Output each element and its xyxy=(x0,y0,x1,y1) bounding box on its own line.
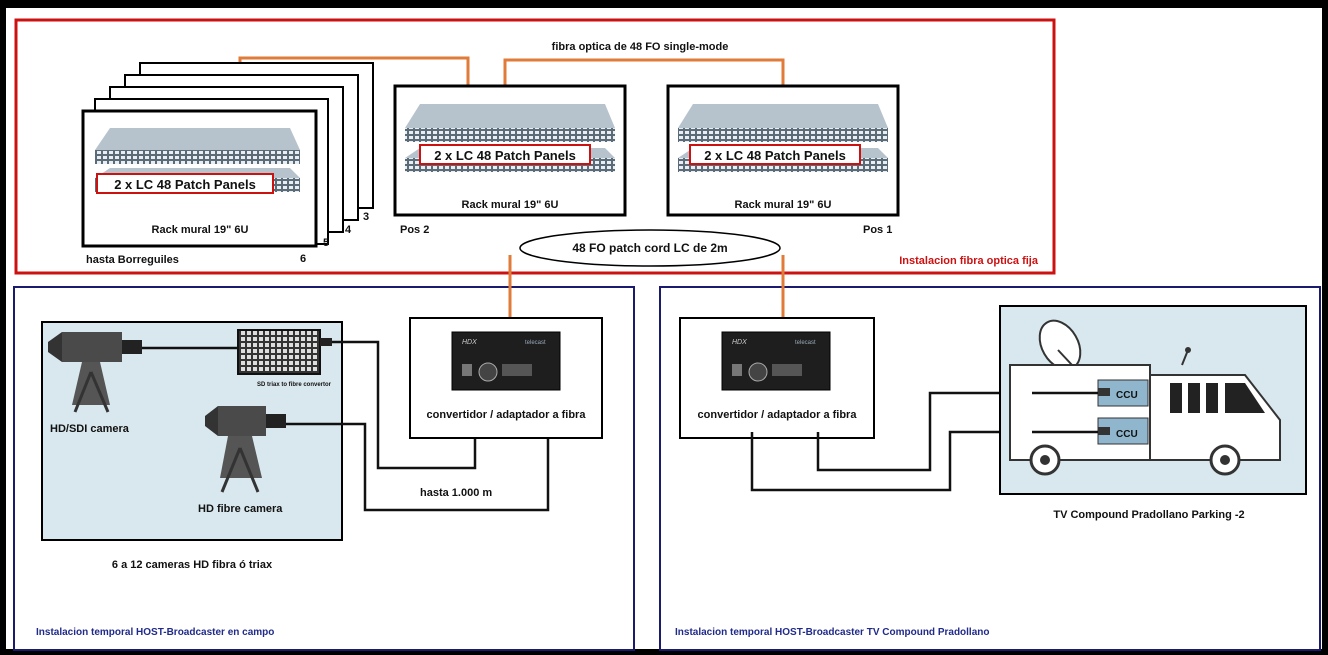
panel-label-box-pos1 xyxy=(689,144,861,165)
field-section-label: Instalacion temporal HOST-Broadcaster en… xyxy=(36,627,274,638)
pos1-label: Pos 1 xyxy=(863,224,892,236)
stack-caption: hasta Borreguiles xyxy=(86,254,179,266)
pos2-label: Pos 2 xyxy=(400,224,429,236)
converter-caption: SD triax to fibre convertor xyxy=(257,382,332,388)
trunk-label: fibra optica de 48 FO single-mode xyxy=(552,41,729,53)
ccu-label-2: CCU xyxy=(1116,429,1138,440)
distance-label: hasta 1.000 m xyxy=(420,487,492,499)
ccu-block-2: CCU xyxy=(1097,417,1149,445)
panel-label: 2 x LC 48 Patch Panels xyxy=(114,177,256,192)
camera1-label: HD/SDI camera xyxy=(50,423,130,435)
patch-cord-label: 48 FO patch cord LC de 2m xyxy=(572,241,727,255)
right-cables xyxy=(750,391,1032,492)
compound-section-label: Instalacion temporal HOST-Broadcaster TV… xyxy=(675,627,990,638)
camera2-label: HD fibre camera xyxy=(198,503,283,515)
fiber-converter-label-left: convertidor / adaptador a fibra xyxy=(427,409,587,421)
stack-number-6: 6 xyxy=(300,253,306,265)
rack-pos-2: 2 x LC 48 Patch Panels Rack mural 19" 6U… xyxy=(393,84,627,236)
fiber-converter-device-right: HDX telecast xyxy=(721,331,831,391)
hd-fibre-camera-icon xyxy=(205,406,286,493)
panel-label-box xyxy=(96,173,274,194)
stack-number-4: 4 xyxy=(345,224,352,236)
patch-cord-ellipse xyxy=(519,229,781,267)
top-bar xyxy=(0,0,1328,8)
truck-cable-stubs xyxy=(1032,391,1098,434)
ccu-label-1: CCU xyxy=(1116,390,1138,401)
left-cables xyxy=(142,340,550,512)
panel-label-pos2: 2 x LC 48 Patch Panels xyxy=(434,148,576,163)
panel-label-pos1: 2 x LC 48 Patch Panels xyxy=(704,148,846,163)
device-brand2-right: telecast xyxy=(795,340,816,346)
fixed-section-label: Instalacion fibra optica fija xyxy=(899,255,1039,267)
ccu-block-1: CCU xyxy=(1097,379,1149,407)
compound-label: TV Compound Pradollano Parking -2 xyxy=(1053,509,1244,521)
hd-sdi-camera-icon xyxy=(48,332,142,413)
rack-label: Rack mural 19" 6U xyxy=(152,224,249,236)
device-brand-right: HDX xyxy=(732,339,747,346)
device-brand-left: HDX xyxy=(462,339,477,346)
fiber-converter-device-left: HDX telecast xyxy=(451,331,561,391)
rack-label-pos2: Rack mural 19" 6U xyxy=(462,199,559,211)
stack-number-3: 3 xyxy=(363,211,369,223)
cameras-caption: 6 a 12 cameras HD fibra ó triax xyxy=(112,559,273,571)
panel-label-box-pos2 xyxy=(419,144,591,165)
rack-stack: 2 x LC 48 Patch Panels Rack mural 19" 6U… xyxy=(81,62,374,266)
triax-converter-icon xyxy=(237,329,332,375)
device-brand2-left: telecast xyxy=(525,340,546,346)
rack-pos-1: 2 x LC 48 Patch Panels Rack mural 19" 6U… xyxy=(666,84,900,236)
stack-number-5: 5 xyxy=(323,237,329,249)
fiber-converter-label-right: convertidor / adaptador a fibra xyxy=(698,409,858,421)
rack-label-pos1: Rack mural 19" 6U xyxy=(735,199,832,211)
